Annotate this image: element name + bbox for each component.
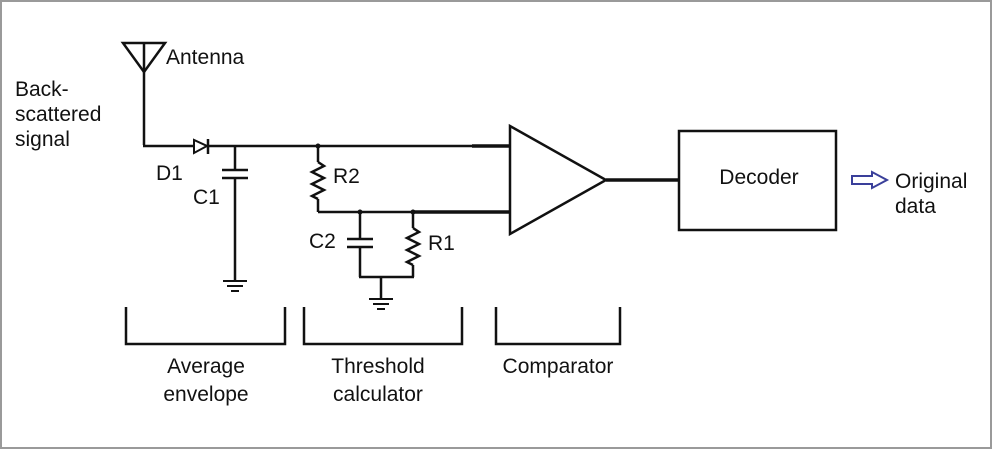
signal-label-line2: scattered — [15, 103, 102, 126]
stage-label-threshold-calculator-2: calculator — [333, 383, 423, 406]
ground-icon — [369, 298, 393, 310]
antenna-label: Antenna — [166, 46, 245, 69]
r2-label: R2 — [333, 165, 360, 188]
resistor-icon — [309, 160, 327, 201]
stage-label-average-envelope-2: envelope — [163, 383, 249, 406]
bracket-average-envelope — [124, 307, 287, 346]
antenna-symbol — [120, 41, 168, 145]
capacitor-c2-symbol — [347, 212, 373, 277]
output-label-line1: Original — [895, 170, 968, 193]
stage-label-threshold-calculator-1: Threshold — [331, 355, 425, 378]
signal-label-line3: signal — [15, 128, 70, 151]
stage-label-comparator: Comparator — [502, 355, 614, 378]
resistor-icon — [404, 226, 422, 267]
diode-icon — [193, 138, 210, 155]
signal-label-line1: Back- — [15, 78, 69, 101]
stage-label-average-envelope-1: Average — [167, 355, 245, 378]
c1-label: C1 — [193, 186, 220, 209]
c2-label: C2 — [309, 230, 336, 253]
arrow-right-icon — [851, 170, 890, 190]
comparator-icon — [508, 123, 609, 237]
bracket-threshold-calculator — [302, 307, 464, 346]
diode-d1-symbol — [193, 138, 210, 155]
bracket-comparator — [494, 307, 622, 346]
ground-icon — [223, 280, 247, 292]
resistor-r1-symbol — [404, 212, 422, 277]
decoder-block — [677, 129, 838, 232]
r1-label: R1 — [428, 232, 455, 255]
diode-label: D1 — [156, 162, 183, 185]
resistor-r2-symbol — [309, 146, 327, 212]
output-label-line2: data — [895, 195, 936, 218]
capacitor-c1-symbol — [222, 146, 248, 280]
decoder-label: Decoder — [719, 166, 799, 189]
